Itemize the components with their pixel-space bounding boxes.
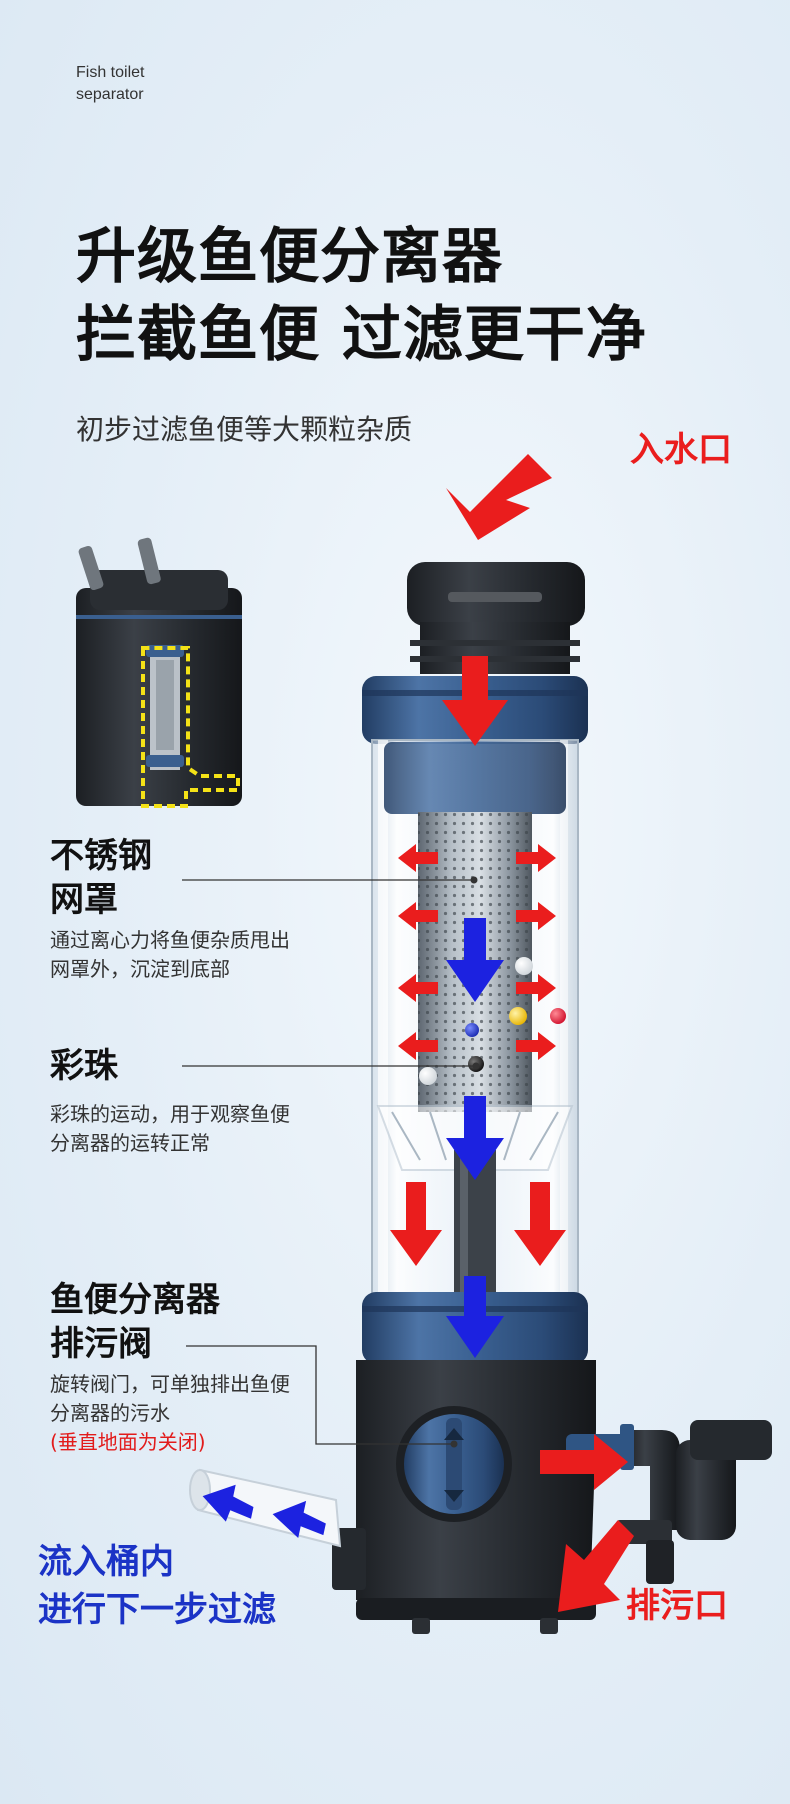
headline-line-2: 拦截鱼便 过滤更干净 (76, 300, 647, 370)
drain-valve-knob (396, 1406, 512, 1522)
subtitle: 初步过滤鱼便等大颗粒杂质 (76, 413, 413, 446)
feature-valve-note: (垂直地面为关闭) (50, 1430, 206, 1454)
feature-mesh-title-1: 不锈钢 (50, 836, 152, 876)
feature-mesh: 不锈钢 网罩 通过离心力将鱼便杂质甩出网罩外，沉淀到底部 (50, 834, 310, 984)
color-beads (419, 957, 566, 1085)
feature-drain-valve: 鱼便分离器 排污阀 旋转阀门，可单独排出鱼便分离器的污水 (垂直地面为关闭) (50, 1278, 320, 1457)
leader-lines (182, 876, 480, 1448)
flow-label-line-2: 进行下一步过滤 (38, 1590, 276, 1630)
headline: 升级鱼便分离器 拦截鱼便 过滤更干净 (76, 218, 647, 374)
red-flow-arrows (390, 454, 634, 1612)
canister-filter-thumbnail (76, 537, 242, 808)
blue-flow-arrows (202, 918, 504, 1539)
feature-beads-desc: 彩珠的运动，用于观察鱼便分离器的运转正常 (50, 1102, 290, 1155)
feature-mesh-desc: 通过离心力将鱼便杂质甩出网罩外，沉淀到底部 (50, 928, 290, 981)
feature-valve-title-1: 鱼便分离器 (50, 1280, 220, 1320)
feature-beads-title: 彩珠 (50, 1046, 118, 1086)
headline-line-1: 升级鱼便分离器 (76, 222, 503, 292)
feature-mesh-title-2: 网罩 (50, 880, 118, 920)
flow-label: 流入桶内 进行下一步过滤 (38, 1538, 276, 1634)
outlet-label: 排污口 (626, 1586, 728, 1626)
eyebrow-line-2: separator (76, 86, 144, 103)
outflow-pipe (189, 1468, 342, 1548)
eyebrow-text: Fish toilet separator (76, 62, 144, 106)
feature-valve-title-2: 排污阀 (50, 1324, 152, 1364)
feature-beads: 彩珠 彩珠的运动，用于观察鱼便分离器的运转正常 (50, 1044, 310, 1158)
eyebrow-line-1: Fish toilet (76, 64, 145, 81)
inlet-connector (407, 562, 585, 674)
flow-label-line-1: 流入桶内 (38, 1542, 174, 1582)
inlet-label: 入水口 (630, 430, 732, 470)
feature-valve-desc: 旋转阀门，可单独排出鱼便分离器的污水 (50, 1372, 290, 1425)
